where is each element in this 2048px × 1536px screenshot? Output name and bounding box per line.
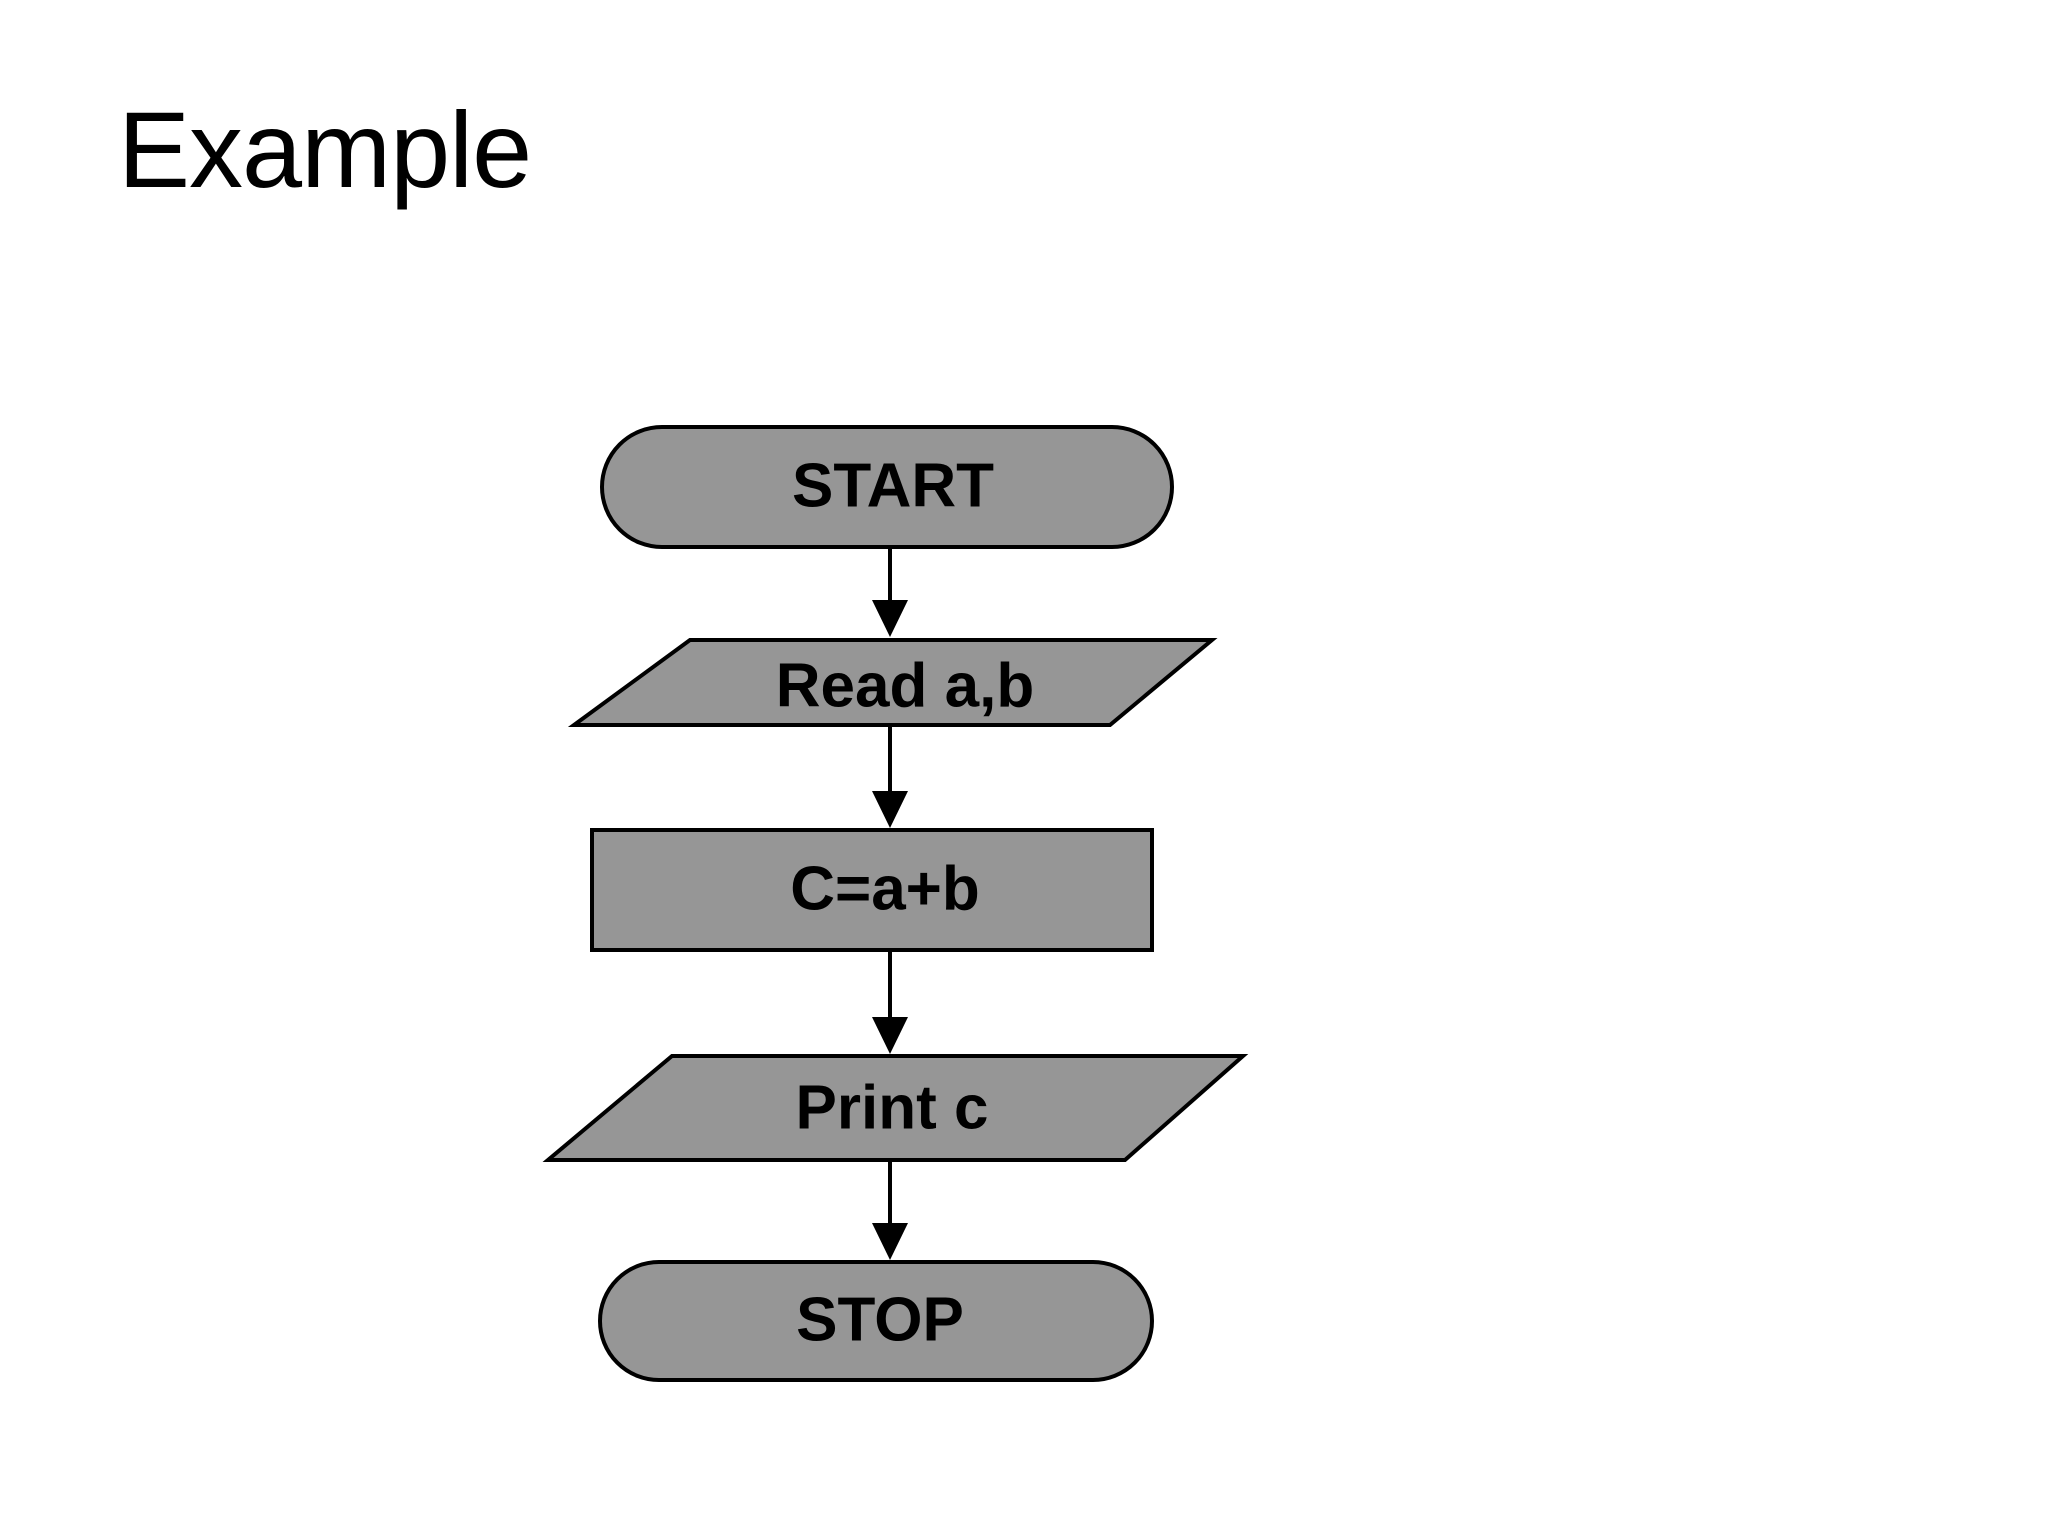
page-title: Example [118,89,532,210]
flow-node-stop-label: STOP [796,1285,964,1354]
connector-read-to-calc [872,726,908,828]
terminator-shape-stop [598,1260,1154,1382]
flow-node-print-label: Print c [796,1073,989,1142]
connector-print-to-stop [872,1161,908,1260]
arrow-head-icon [872,1017,908,1054]
flow-node-stop[interactable]: STOP [598,1260,1154,1382]
flow-node-print[interactable]: Print c [542,1054,1249,1162]
terminator-shape-start [600,425,1174,549]
flow-node-read[interactable]: Read a,b [567,638,1218,727]
process-shape-calc [590,828,1154,952]
flow-node-calc[interactable]: C=a+b [590,828,1154,952]
flow-node-start-label: START [792,451,994,520]
connector-start-to-read [872,549,908,637]
arrow-head-icon [872,1223,908,1260]
parallelogram-shape-print [542,1054,1249,1162]
connector-calc-to-print [872,951,908,1054]
arrow-head-icon [872,600,908,637]
arrow-head-icon [872,791,908,828]
parallelogram-shape-read [567,638,1218,727]
flow-node-calc-label: C=a+b [790,854,980,923]
flow-node-read-label: Read a,b [776,651,1034,720]
flow-node-start[interactable]: START [600,425,1174,549]
